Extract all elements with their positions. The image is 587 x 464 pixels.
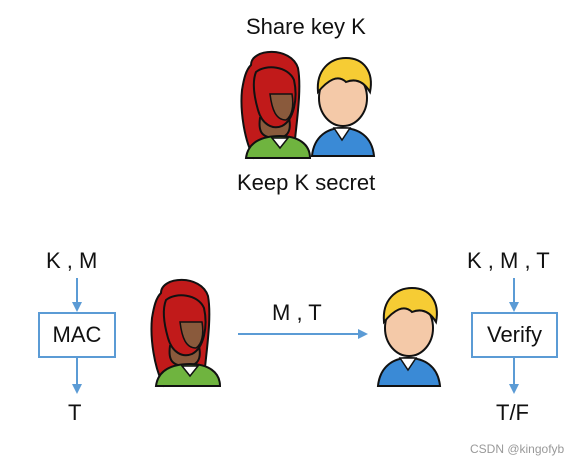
sender-input-label: K , M	[46, 248, 98, 273]
man-icon-receiver	[376, 286, 442, 387]
watermark: CSDN @kingofyb	[470, 442, 565, 456]
sender-output-label: T	[68, 400, 82, 425]
woman-icon-sender	[150, 279, 222, 388]
man-icon-top	[310, 56, 376, 157]
mac-box: MAC	[38, 312, 116, 358]
woman-icon-top	[240, 51, 312, 160]
receiver-input-label: K , M , T	[467, 248, 550, 273]
verify-box-label: Verify	[486, 322, 543, 347]
receiver-output-label: T/F	[496, 400, 529, 425]
mac-box-label: MAC	[52, 322, 102, 347]
share-key-title: Share key K	[246, 14, 366, 39]
verify-box: Verify	[471, 312, 558, 358]
keep-secret-subtitle: Keep K secret	[237, 170, 376, 195]
channel-label: M , T	[272, 300, 322, 325]
